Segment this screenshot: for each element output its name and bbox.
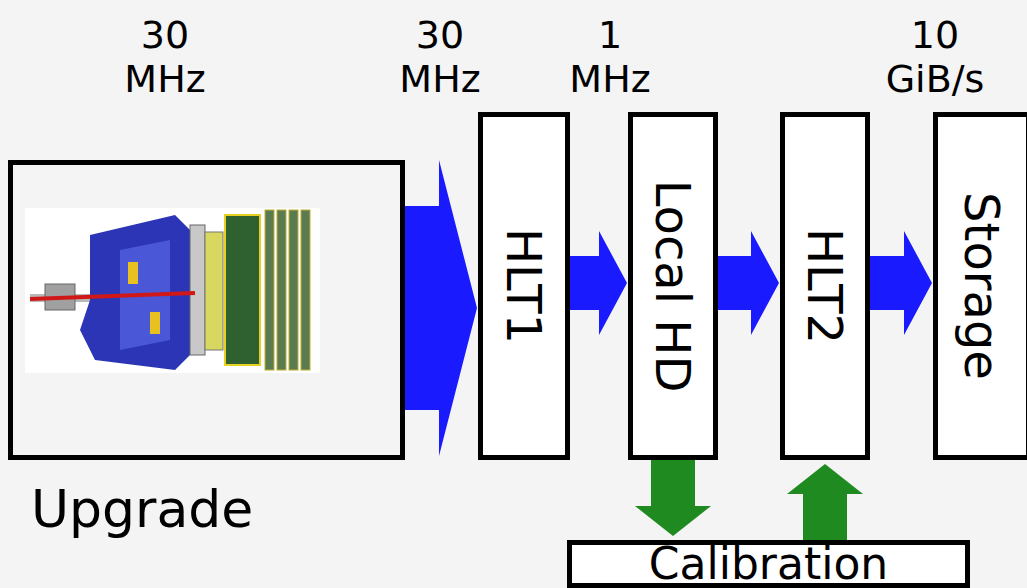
image-ground: [25, 208, 320, 373]
calorimeter: [225, 215, 260, 365]
box-label: HLT1: [500, 228, 548, 344]
rate-label: 30 MHz: [399, 14, 480, 101]
muon-station: [265, 210, 274, 370]
storage-box: Local HD: [628, 112, 718, 460]
tracking-station: [190, 225, 205, 355]
rate-label: 1 MHz: [569, 14, 650, 101]
muon-station: [301, 210, 310, 370]
process-box: HLT2: [780, 112, 870, 460]
storage-box: Storage: [933, 112, 1027, 460]
magnet-coil: [128, 262, 138, 284]
box-label: Calibration: [649, 545, 888, 583]
calibration-arrow: [787, 464, 863, 540]
calibration-box: Calibration: [567, 540, 970, 588]
muon-station: [277, 210, 286, 370]
process-box: HLT1: [478, 112, 570, 460]
flow-arrow: [570, 231, 627, 335]
flow-arrow: [405, 160, 477, 456]
rate-label: 30 MHz: [124, 14, 205, 101]
flow-arrow: [718, 231, 779, 335]
rich-detector: [205, 232, 223, 350]
box-heading: Upgrade: [31, 483, 253, 535]
box-label: Local HD: [649, 180, 697, 393]
detector-box: Upgrade: [8, 160, 405, 460]
beam-line: [30, 293, 195, 299]
magnet-coil: [150, 312, 160, 334]
rate-label: 10 GiB/s: [886, 14, 985, 101]
calibration-arrow: [635, 460, 711, 536]
box-label: Storage: [958, 192, 1006, 380]
muon-station: [289, 210, 298, 370]
box-label: HLT2: [801, 228, 849, 344]
flow-arrow: [870, 231, 932, 335]
